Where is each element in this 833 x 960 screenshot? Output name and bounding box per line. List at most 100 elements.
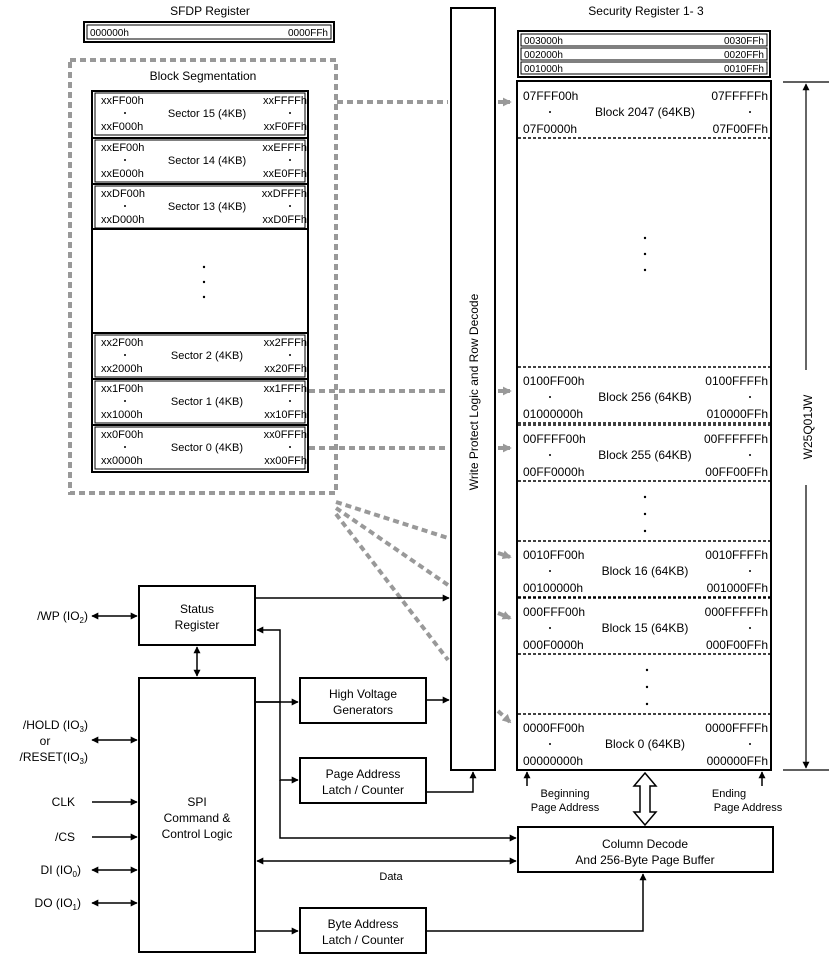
sector-end-low: xx20FFh [264, 363, 307, 375]
security-row-start: 003000h [524, 36, 563, 47]
block-name: Block 15 (64KB) [602, 621, 689, 635]
security-row-end: 0010FFh [724, 64, 764, 75]
security-row [520, 61, 768, 75]
sector-end-low: xxD0FFh [262, 214, 307, 226]
sector-ellipsis [202, 265, 206, 299]
svg-text:Page Address: Page Address [326, 767, 401, 781]
svg-text:Page Address: Page Address [714, 802, 783, 814]
sector-name: Sector 15 (4KB) [168, 108, 246, 120]
data-bus-label: Data [379, 871, 403, 883]
sector-box [94, 426, 306, 470]
block-start-high: 0000FF00h [523, 721, 584, 735]
block-start-high: 07FFF00h [523, 89, 578, 103]
sector-start-low: xxD000h [101, 214, 144, 226]
block-start-low: 00000000h [523, 754, 583, 768]
beginning-page-address-label: Beginning [541, 788, 590, 800]
block-start-low: 01000000h [523, 407, 583, 421]
block-end-high: 00FFFFFFh [704, 432, 768, 446]
pin-di: DI (IO0) [41, 863, 81, 879]
signal-wires [91, 594, 766, 935]
block-name: Block 2047 (64KB) [595, 105, 695, 119]
block-segmentation-title: Block Segmentation [150, 69, 257, 83]
block-end-high: 07FFFFFh [711, 89, 768, 103]
svg-text:And 256-Byte Page Buffer: And 256-Byte Page Buffer [575, 853, 714, 867]
sector-start-low: xx0000h [101, 455, 143, 467]
svg-text:Command &: Command & [164, 811, 231, 825]
chip-name: W25Q01JW [801, 394, 815, 459]
page-buffer-double-arrow [632, 771, 658, 827]
sector-start-low: xx1000h [101, 409, 143, 421]
chip-size-bracket: W25Q01JW [783, 81, 829, 771]
svg-text:High Voltage: High Voltage [329, 687, 397, 701]
sector-name: Sector 14 (4KB) [168, 155, 246, 167]
sector-start-low: xxF000h [101, 121, 143, 133]
pin-clk: CLK [52, 795, 75, 809]
block-start-high: 000FFF00h [523, 605, 585, 619]
block-name: Block 16 (64KB) [602, 564, 689, 578]
write-protect-logic: Write Protect Logic and Row Decode [450, 7, 496, 771]
sector-start-low: xxE000h [101, 168, 144, 180]
svg-text:Byte Address: Byte Address [328, 917, 399, 931]
sector-end-low: xxF0FFh [264, 121, 307, 133]
svg-text:Page Address: Page Address [531, 802, 600, 814]
svg-text:Latch / Counter: Latch / Counter [322, 783, 404, 797]
sfdp-end: 0000FFh [288, 28, 328, 39]
ending-page-address-label: Ending [712, 788, 746, 800]
pin-hold: /HOLD (IO3) [23, 718, 88, 734]
svg-text:Register: Register [175, 618, 220, 632]
sector-box [94, 334, 306, 378]
sector-end-high: xx2FFFh [264, 337, 307, 349]
sector-start-high: xxFF00h [101, 95, 144, 107]
sector-end-high: xxEFFFh [262, 142, 307, 154]
block-end-high: 0010FFFFh [705, 548, 768, 562]
block-start-high: 00FFFF00h [523, 432, 586, 446]
block-start-low: 07F0000h [523, 122, 577, 136]
write-protect-label: Write Protect Logic and Row Decode [467, 293, 481, 490]
pin-labels: /WP (IO2) /HOLD (IO3) or /RESET(IO3) CLK… [20, 609, 88, 912]
block-end-high: 0000FFFFh [705, 721, 768, 735]
sector-start-high: xxEF00h [101, 142, 144, 154]
sector-end-low: xx10FFh [264, 409, 307, 421]
security-row-start: 001000h [524, 64, 563, 75]
page-address-latch: Page Address Latch / Counter [299, 757, 427, 804]
pin-cs: /CS [55, 830, 75, 844]
sector-name: Sector 13 (4KB) [168, 201, 246, 213]
svg-text:SPI: SPI [187, 795, 206, 809]
sector-start-low: xx2000h [101, 363, 143, 375]
sector-end-high: xxDFFFh [262, 188, 307, 200]
block-start-low: 000F0000h [523, 638, 584, 652]
sector-start-high: xx2F00h [101, 337, 143, 349]
sector-box [94, 139, 306, 183]
security-row-start: 002000h [524, 50, 563, 61]
svg-text:Status: Status [180, 602, 214, 616]
block-name: Block 255 (64KB) [598, 448, 691, 462]
sector-box [94, 92, 306, 136]
svg-text:Latch / Counter: Latch / Counter [322, 933, 404, 947]
security-row [520, 33, 768, 47]
block-start-high: 0010FF00h [523, 548, 584, 562]
sfdp-register: SFDP Register 000000h 0000FFh [83, 4, 335, 43]
security-title: Security Register 1- 3 [588, 4, 704, 18]
block-end-low: 000F00FFh [706, 638, 768, 652]
byte-address-latch: Byte Address Latch / Counter [299, 907, 427, 954]
sector-end-high: xx0FFFh [264, 429, 307, 441]
block-name: Block 256 (64KB) [598, 390, 691, 404]
svg-text:Column Decode: Column Decode [602, 837, 688, 851]
sector-name: Sector 0 (4KB) [171, 442, 243, 454]
svg-text:Control Logic: Control Logic [162, 827, 233, 841]
block-end-low: 010000FFh [707, 407, 768, 421]
block-end-low: 07F00FFh [713, 122, 768, 136]
sfdp-title: SFDP Register [170, 4, 250, 18]
svg-text:Generators: Generators [333, 703, 393, 717]
block-start-low: 00100000h [523, 581, 583, 595]
block-end-low: 00FF00FFh [705, 465, 768, 479]
block-end-high: 0100FFFFh [705, 374, 768, 388]
pin-or: or [40, 734, 51, 748]
block-start-low: 00FF0000h [523, 465, 584, 479]
sector-end-high: xx1FFFh [264, 383, 307, 395]
block-start-high: 0100FF00h [523, 374, 584, 388]
high-voltage-generators: High Voltage Generators [299, 677, 427, 724]
sector-box [94, 380, 306, 424]
